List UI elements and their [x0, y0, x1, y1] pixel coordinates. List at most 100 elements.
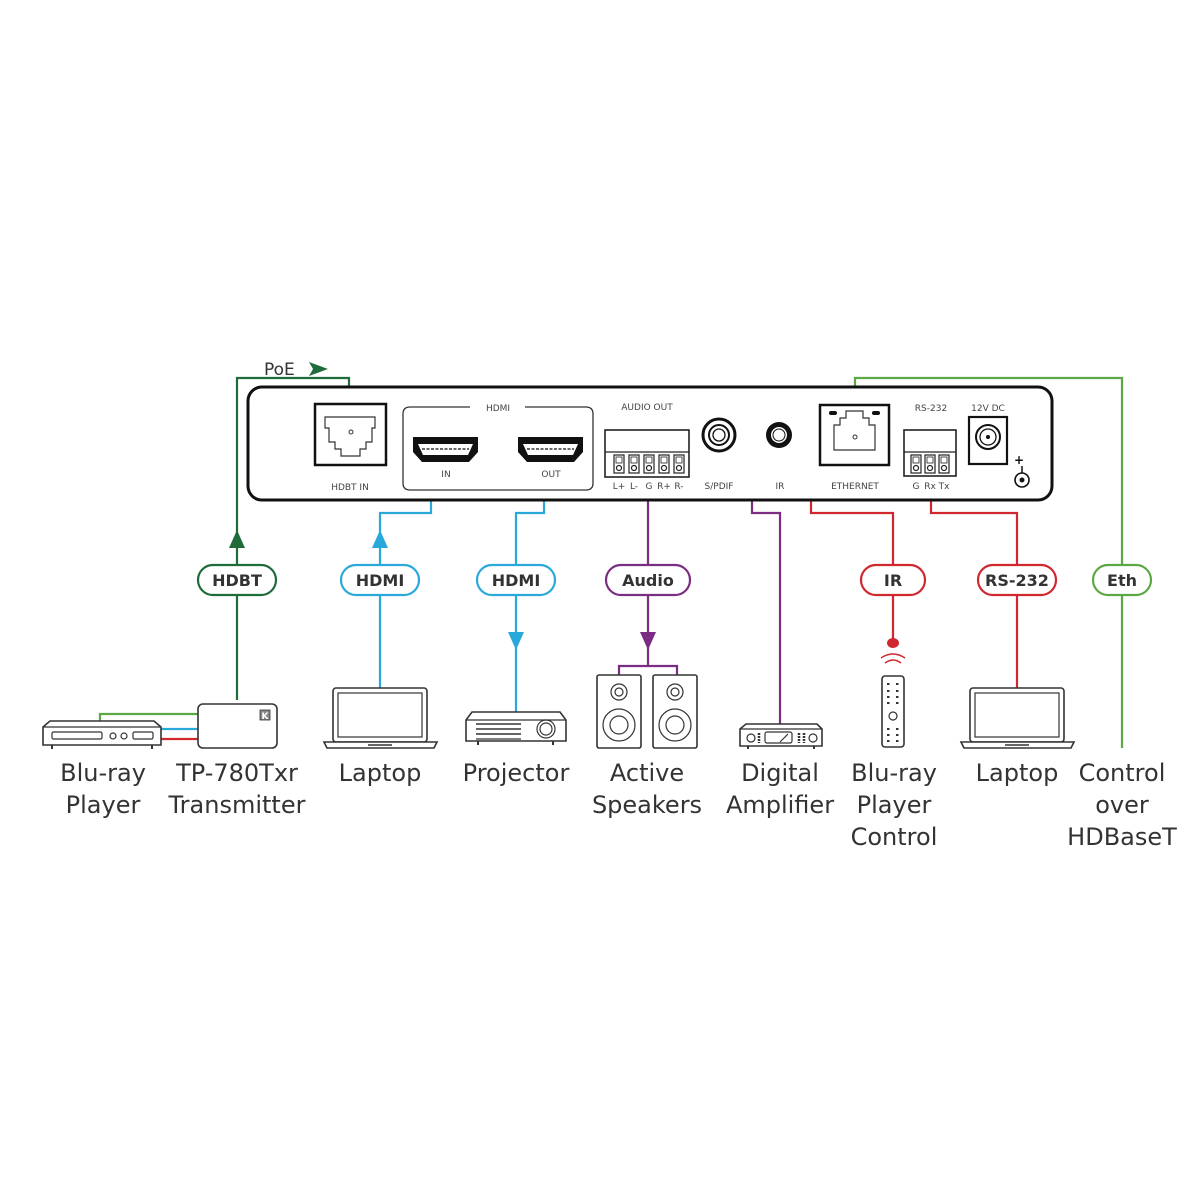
- terminal-screw-icon: [926, 464, 934, 472]
- pill-label: RS-232: [985, 571, 1049, 590]
- terminal-pin-label: G: [646, 482, 653, 492]
- hdmi-in-label: IN: [441, 470, 450, 480]
- terminal-pin: [910, 454, 922, 474]
- spdif-label: S/PDIF: [705, 482, 734, 492]
- svg-text:K: K: [262, 712, 270, 722]
- device-label-line: Active: [610, 759, 684, 787]
- ir-emitter-icon: [887, 638, 899, 648]
- audio-out-label: AUDIO OUT: [621, 403, 673, 413]
- ir-remote-icon: [880, 653, 906, 748]
- pill-outline: [976, 563, 1058, 597]
- hdmi-group-label: HDMI: [486, 404, 510, 414]
- ethernet-label: ETHERNET: [831, 482, 879, 492]
- terminal-screw-icon: [660, 464, 668, 472]
- terminal-pin-slot: [660, 456, 668, 464]
- terminal-pin: [628, 454, 640, 474]
- device-label-line: Player: [857, 791, 932, 819]
- device-label-laptop-rs232: Laptop: [976, 759, 1059, 787]
- terminal-pin: [938, 454, 950, 474]
- pill-label: HDMI: [356, 571, 405, 590]
- device-label-line: Projector: [463, 759, 570, 787]
- hdmi-in-arrow-icon: [372, 530, 388, 548]
- terminal-pin-label: R-: [674, 482, 683, 492]
- spdif-connector[interactable]: [701, 417, 737, 453]
- terminal-screw-icon: [940, 464, 948, 472]
- power-polarity-label: +: [1014, 453, 1024, 467]
- device-label-laptop-in: Laptop: [339, 759, 422, 787]
- terminal-pin: [924, 454, 936, 474]
- terminal-pin: [613, 454, 625, 474]
- bluray-transmitter-cables: [98, 712, 198, 741]
- pill-label: HDMI: [492, 571, 541, 590]
- terminal-pin-label: G: [913, 482, 920, 492]
- terminal-pin-slot: [926, 456, 934, 464]
- hdmi-out-label: OUT: [541, 470, 561, 480]
- terminal-pin: [673, 454, 685, 474]
- pill-label: Audio: [622, 571, 674, 590]
- power-label: 12V DC: [971, 404, 1005, 414]
- active-speakers-icon: [596, 674, 698, 749]
- audio-arrow-icon: [640, 632, 656, 650]
- hdmi-group-frame: [402, 406, 594, 491]
- pill-audio: Audio: [604, 563, 692, 597]
- pill-label: IR: [884, 571, 902, 590]
- hdbt-in-port[interactable]: [313, 402, 388, 467]
- hdmi-in-port[interactable]: [413, 437, 478, 462]
- hdbt-arrow-icon: [229, 530, 245, 548]
- hdmi-out-port[interactable]: [518, 437, 583, 462]
- pill-outline: [1091, 563, 1153, 597]
- terminal-pin-slot: [645, 456, 653, 464]
- audio-out-terminal[interactable]: [604, 429, 690, 478]
- device-label-line: Control: [851, 823, 938, 851]
- device-label-line: over: [1095, 791, 1149, 819]
- pill-label: HDBT: [212, 571, 262, 590]
- terminal-screw-icon: [912, 464, 920, 472]
- hdbt-in-label: HDBT IN: [331, 483, 369, 493]
- pill-outline: [196, 563, 278, 597]
- terminal-pin-slot: [615, 456, 623, 464]
- terminal-pin-slot: [912, 456, 920, 464]
- poe-label: PoE: [264, 360, 295, 380]
- terminal-pin-slot: [630, 456, 638, 464]
- device-label-line: Player: [66, 791, 141, 819]
- device-label-line: Amplifier: [726, 791, 834, 819]
- device-label-line: TP-780Txr: [175, 759, 298, 787]
- polarity-icon: [1014, 466, 1030, 488]
- terminal-pin: [643, 454, 655, 474]
- terminal-pin-label: L-: [630, 482, 638, 492]
- rs232-terminal[interactable]: [903, 429, 957, 477]
- device-label-line: Blu-ray: [851, 759, 937, 787]
- terminal-screw-icon: [645, 464, 653, 472]
- pill-outline: [475, 563, 557, 597]
- pill-hdbt: HDBT: [196, 563, 278, 597]
- pill-eth: Eth: [1091, 563, 1153, 597]
- terminal-pin-slot: [940, 456, 948, 464]
- power-jack[interactable]: [967, 415, 1009, 466]
- device-label-line: Laptop: [976, 759, 1059, 787]
- hdmi-out-arrow-icon: [508, 632, 524, 650]
- pill-outline: [859, 563, 927, 597]
- laptop-rs232-icon: [959, 687, 1076, 749]
- device-label-line: Control: [1079, 759, 1166, 787]
- pill-ir: IR: [859, 563, 927, 597]
- laptop-icon: [322, 687, 439, 749]
- terminal-screw-icon: [675, 464, 683, 472]
- transmitter-icon: K: [197, 703, 278, 749]
- digital-amplifier-icon: [739, 723, 823, 749]
- ir-label: IR: [776, 482, 785, 492]
- pill-outline: [339, 563, 421, 597]
- terminal-screw-icon: [630, 464, 638, 472]
- projector-icon: [465, 711, 567, 745]
- device-label-line: Digital: [741, 759, 819, 787]
- device-label-line: Speakers: [592, 791, 702, 819]
- ethernet-port[interactable]: [818, 403, 891, 467]
- ir-jack[interactable]: [766, 422, 792, 448]
- pill-rs232: RS-232: [976, 563, 1058, 597]
